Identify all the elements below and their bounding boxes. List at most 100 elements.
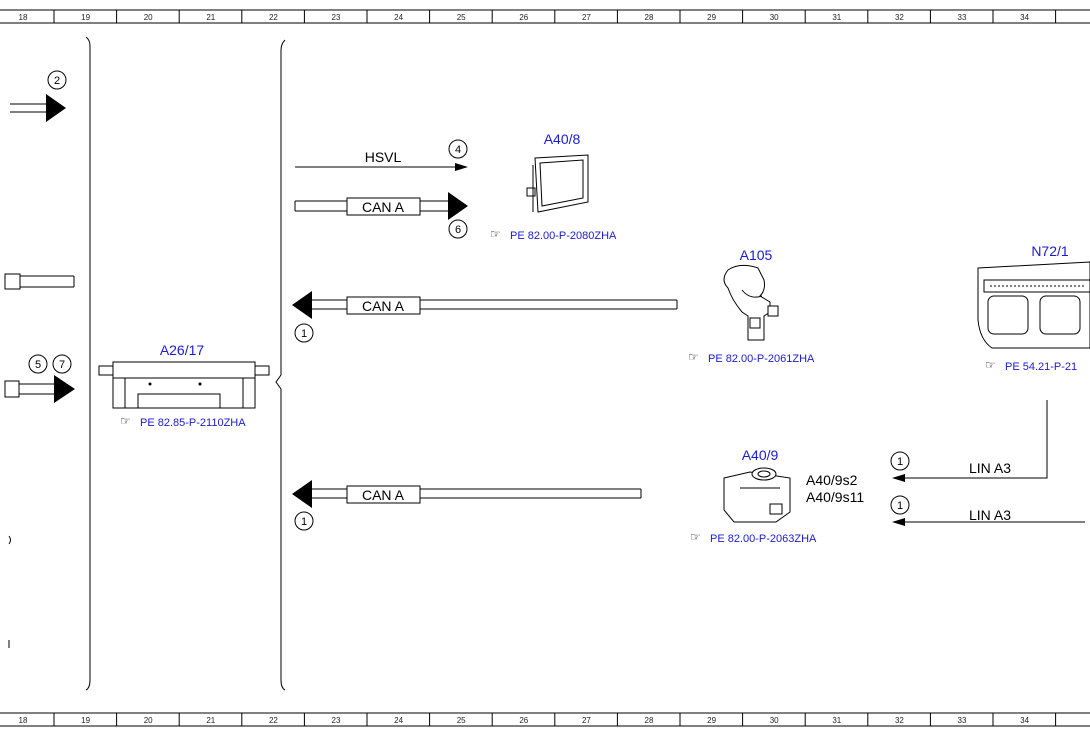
svg-text:5: 5 <box>35 359 41 371</box>
component-n72-1[interactable]: N72/1 <box>977 243 1090 349</box>
ruler-number: 27 <box>582 716 591 725</box>
ruler-number: 26 <box>519 716 528 725</box>
pointing-hand-icon: ☞ <box>490 227 501 241</box>
svg-text:A26/17: A26/17 <box>160 342 205 358</box>
ruler-number: 24 <box>394 716 403 725</box>
svg-text:2: 2 <box>54 75 60 87</box>
left-edge-mark-1 <box>8 535 11 545</box>
ruler-number: 28 <box>645 716 654 725</box>
ruler-number: 25 <box>457 716 466 725</box>
ruler-number: 21 <box>206 716 215 725</box>
svg-text:PE 82.00-P-2063ZHA: PE 82.00-P-2063ZHA <box>710 533 817 545</box>
svg-text:1: 1 <box>301 328 307 340</box>
can-a-bus-3: CAN A <box>292 480 642 508</box>
can-a-bus-2: CAN A <box>292 291 678 319</box>
svg-text:CAN A: CAN A <box>362 298 405 314</box>
ruler-number: 30 <box>770 716 779 725</box>
svg-text:PE 82.85-P-2110ZHA: PE 82.85-P-2110ZHA <box>140 417 246 429</box>
component-a26-17[interactable]: A26/17 <box>98 342 270 409</box>
ruler-number: 20 <box>144 716 153 725</box>
marker-2: 2 <box>47 70 67 90</box>
ruler-number: 23 <box>332 716 341 725</box>
svg-text:4: 4 <box>455 144 461 156</box>
ruler-number: 25 <box>457 13 466 22</box>
svg-text:A40/9: A40/9 <box>742 447 779 463</box>
svg-text:1: 1 <box>301 516 307 528</box>
marker-6: 6 <box>448 219 468 239</box>
hsvl-line: HSVL <box>295 149 468 171</box>
ref-a26-17[interactable]: ☞ PE 82.85-P-2110ZHA <box>120 414 246 429</box>
component-a40-9[interactable]: A40/9 A40/9s2 A40/9s11 <box>723 447 864 523</box>
ruler-number: 26 <box>519 13 528 22</box>
left-bracket <box>85 36 91 691</box>
ruler-number: 22 <box>269 716 278 725</box>
ruler-number: 29 <box>707 716 716 725</box>
svg-text:A40/9s2: A40/9s2 <box>806 472 858 488</box>
marker-1-d: 1 <box>890 495 910 515</box>
ref-a105[interactable]: ☞ PE 82.00-P-2061ZHA <box>688 350 815 365</box>
ruler-number: 18 <box>19 13 28 22</box>
ruler-number: 21 <box>206 13 215 22</box>
marker-1-a: 1 <box>294 323 314 343</box>
can-a-bus-1: CAN A <box>294 192 468 220</box>
svg-text:A40/8: A40/8 <box>544 131 581 147</box>
arrow-to-markers-5-7 <box>4 375 75 403</box>
component-a105[interactable]: A105 <box>723 247 779 341</box>
ruler-number: 33 <box>958 716 967 725</box>
ruler-number: 18 <box>19 716 28 725</box>
lin-a3-line-2: LIN A3 <box>892 507 1085 526</box>
marker-1-b: 1 <box>294 511 314 531</box>
svg-text:HSVL: HSVL <box>365 149 402 165</box>
pointing-hand-icon: ☞ <box>688 350 699 364</box>
left-edge-connector <box>4 273 75 290</box>
svg-text:A40/9s11: A40/9s11 <box>806 489 864 505</box>
ref-a40-8[interactable]: ☞ PE 82.00-P-2080ZHA <box>490 227 617 242</box>
lin-a3-line-1: LIN A3 <box>892 400 1048 482</box>
ruler-number: 27 <box>582 13 591 22</box>
bottom-ruler: 18 19 20 21 22 23 24 25 26 27 28 29 30 31 32 33 34 <box>0 712 1090 727</box>
ruler-number: 32 <box>895 13 904 22</box>
svg-text:LIN A3: LIN A3 <box>969 507 1011 523</box>
svg-text:PE 82.00-P-2061ZHA: PE 82.00-P-2061ZHA <box>708 353 815 365</box>
svg-text:N72/1: N72/1 <box>1031 243 1069 259</box>
ruler-number: 32 <box>895 716 904 725</box>
arrow-to-marker-2 <box>10 94 66 122</box>
svg-text:LIN A3: LIN A3 <box>969 460 1011 476</box>
ruler-number: 34 <box>1020 716 1029 725</box>
ref-a40-9[interactable]: ☞ PE 82.00-P-2063ZHA <box>690 530 817 545</box>
svg-text:1: 1 <box>897 456 903 468</box>
ref-n72-1[interactable]: ☞ PE 54.21-P-21 <box>985 358 1077 373</box>
marker-5: 5 <box>28 354 48 374</box>
ruler-number: 29 <box>707 13 716 22</box>
center-bracket <box>275 39 286 691</box>
ruler-number: 23 <box>332 13 341 22</box>
top-ruler: 18 19 20 21 22 23 24 25 26 27 28 29 30 31 32 33 34 <box>0 9 1090 24</box>
marker-1-c: 1 <box>890 451 910 471</box>
svg-text:PE 54.21-P-21: PE 54.21-P-21 <box>1005 361 1077 373</box>
ruler-number: 19 <box>81 716 90 725</box>
ruler-number: 24 <box>394 13 403 22</box>
svg-text:PE 82.00-P-2080ZHA: PE 82.00-P-2080ZHA <box>510 230 617 242</box>
ruler-number: 30 <box>770 13 779 22</box>
svg-text:CAN A: CAN A <box>362 487 405 503</box>
pointing-hand-icon: ☞ <box>690 530 701 544</box>
svg-text:1: 1 <box>897 500 903 512</box>
marker-4: 4 <box>448 139 468 159</box>
ruler-number: 34 <box>1020 13 1029 22</box>
ruler-number: 33 <box>958 13 967 22</box>
ruler-number: 31 <box>832 716 841 725</box>
ruler-number: 28 <box>645 13 654 22</box>
pointing-hand-icon: ☞ <box>985 358 996 372</box>
ruler-number: 31 <box>832 13 841 22</box>
pointing-hand-icon: ☞ <box>120 414 131 428</box>
ruler-number: 20 <box>144 13 153 22</box>
svg-text:6: 6 <box>455 224 461 236</box>
marker-7: 7 <box>52 354 72 374</box>
ruler-number: 22 <box>269 13 278 22</box>
ruler-number: 19 <box>81 13 90 22</box>
svg-text:A105: A105 <box>740 247 773 263</box>
svg-text:7: 7 <box>59 359 65 371</box>
component-a40-8[interactable]: A40/8 <box>526 131 589 213</box>
svg-text:CAN A: CAN A <box>362 199 405 215</box>
